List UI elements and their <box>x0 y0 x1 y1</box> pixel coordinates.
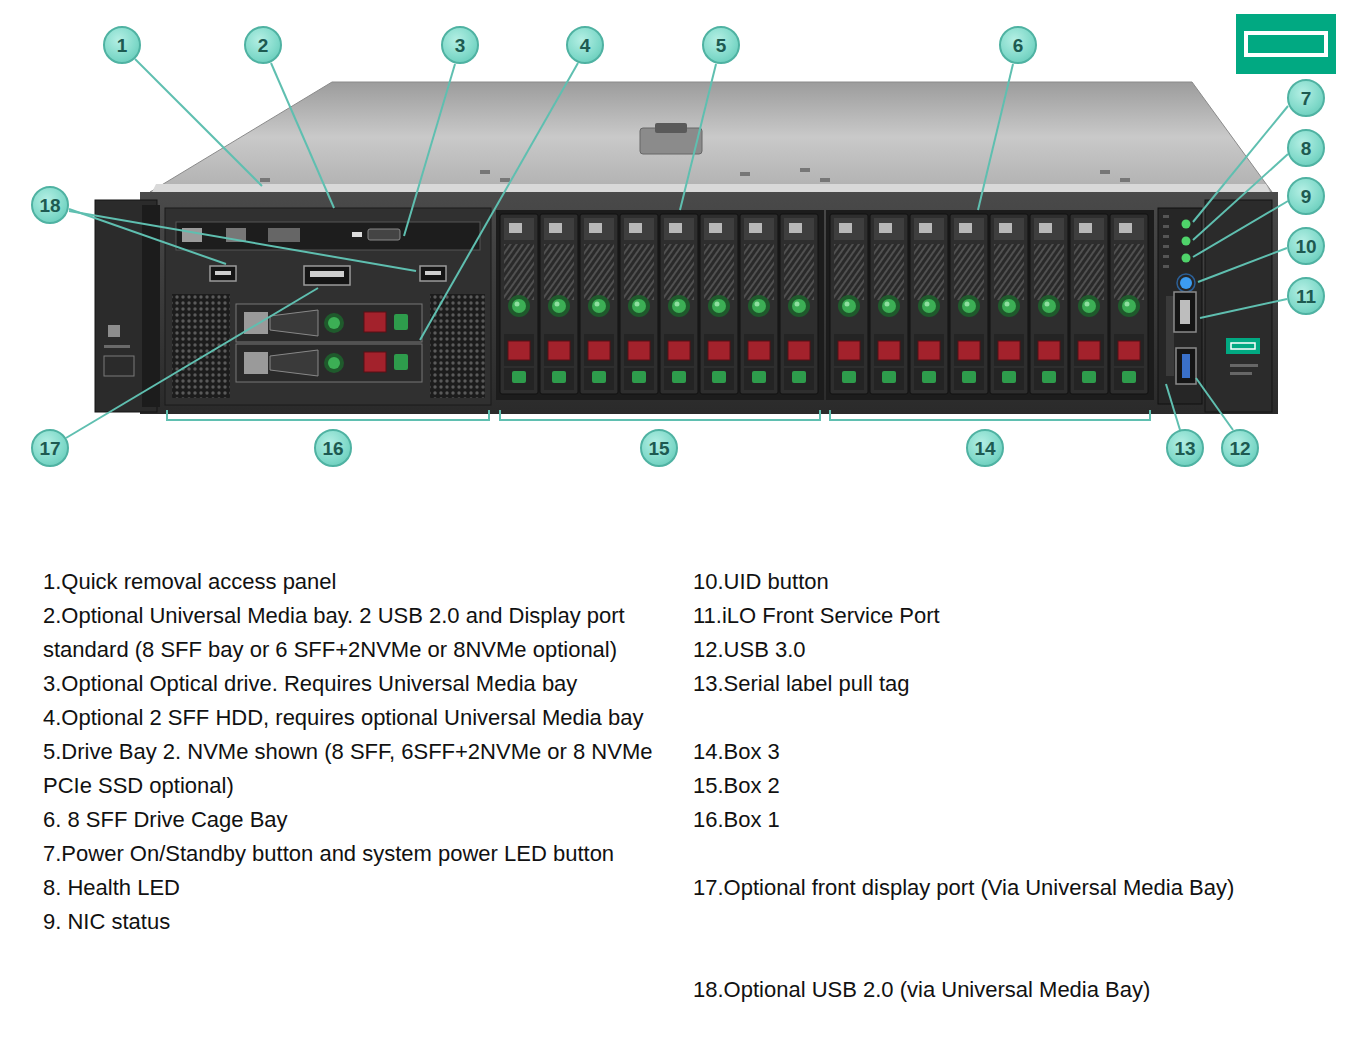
part-description: 16.Box 1 <box>693 803 1323 837</box>
callout-text: 14 <box>974 439 995 458</box>
callout-text: 11 <box>1296 287 1316 306</box>
part-description: 18.Optional USB 2.0 (via Universal Media… <box>693 973 1323 1007</box>
part-description: 5.Drive Bay 2. NVMe shown (8 SFF, 6SFF+2… <box>43 735 671 803</box>
callout-text: 15 <box>648 439 669 458</box>
callout-number: 10 <box>1287 227 1325 265</box>
callout-number: 3 <box>441 26 479 64</box>
callout-text: 8 <box>1301 139 1312 158</box>
callout-text: 2 <box>258 36 269 55</box>
part-description: 10.UID button <box>693 565 1323 599</box>
callout-text: 12 <box>1229 439 1250 458</box>
legend-column: 1.Quick removal access panel2.Optional U… <box>43 565 671 939</box>
part-description: 2.Optional Universal Media bay. 2 USB 2.… <box>43 599 671 667</box>
callout-number: 9 <box>1287 177 1325 215</box>
callout-text: 7 <box>1301 89 1312 108</box>
callout-number: 6 <box>999 26 1037 64</box>
part-description: 4.Optional 2 SFF HDD, requires optional … <box>43 701 671 735</box>
callout-number: 16 <box>314 429 352 467</box>
callout-number: 12 <box>1221 429 1259 467</box>
callout-text: 13 <box>1174 439 1195 458</box>
callout-number: 5 <box>702 26 740 64</box>
callout-number: 4 <box>566 26 604 64</box>
part-description: 9. NIC status <box>43 905 671 939</box>
callout-number: 15 <box>640 429 678 467</box>
callout-text: 17 <box>39 439 60 458</box>
part-description: 15.Box 2 <box>693 769 1323 803</box>
part-description: 12.USB 3.0 <box>693 633 1323 667</box>
part-description: 11.iLO Front Service Port <box>693 599 1323 633</box>
callout-text: 9 <box>1301 187 1312 206</box>
part-description: 17.Optional front display port (Via Univ… <box>693 871 1323 905</box>
callout-text: 1 <box>117 36 128 55</box>
part-description: 3.Optional Optical drive. Requires Unive… <box>43 667 671 701</box>
callout-text: 18 <box>39 196 60 215</box>
callout-number: 13 <box>1166 429 1204 467</box>
part-description: 8. Health LED <box>43 871 671 905</box>
callout-text: 6 <box>1013 36 1024 55</box>
callout-number: 17 <box>31 429 69 467</box>
part-description: 6. 8 SFF Drive Cage Bay <box>43 803 671 837</box>
part-description: 7.Power On/Standby button and system pow… <box>43 837 671 871</box>
callout-number: 14 <box>966 429 1004 467</box>
callout-text: 5 <box>716 36 727 55</box>
callout-text: 3 <box>455 36 466 55</box>
callout-number: 11 <box>1287 277 1325 315</box>
callout-text: 10 <box>1295 237 1316 256</box>
callout-number: 8 <box>1287 129 1325 167</box>
callout-number: 2 <box>244 26 282 64</box>
callout-number: 18 <box>31 186 69 224</box>
legend-column: 10.UID button11.iLO Front Service Port12… <box>693 0 1323 1044</box>
part-description: 14.Box 3 <box>693 735 1323 769</box>
callout-number: 1 <box>103 26 141 64</box>
part-description: 1.Quick removal access panel <box>43 565 671 599</box>
part-description: 13.Serial label pull tag <box>693 667 1323 701</box>
callout-text: 4 <box>580 36 591 55</box>
callout-number: 7 <box>1287 79 1325 117</box>
callout-text: 16 <box>322 439 343 458</box>
